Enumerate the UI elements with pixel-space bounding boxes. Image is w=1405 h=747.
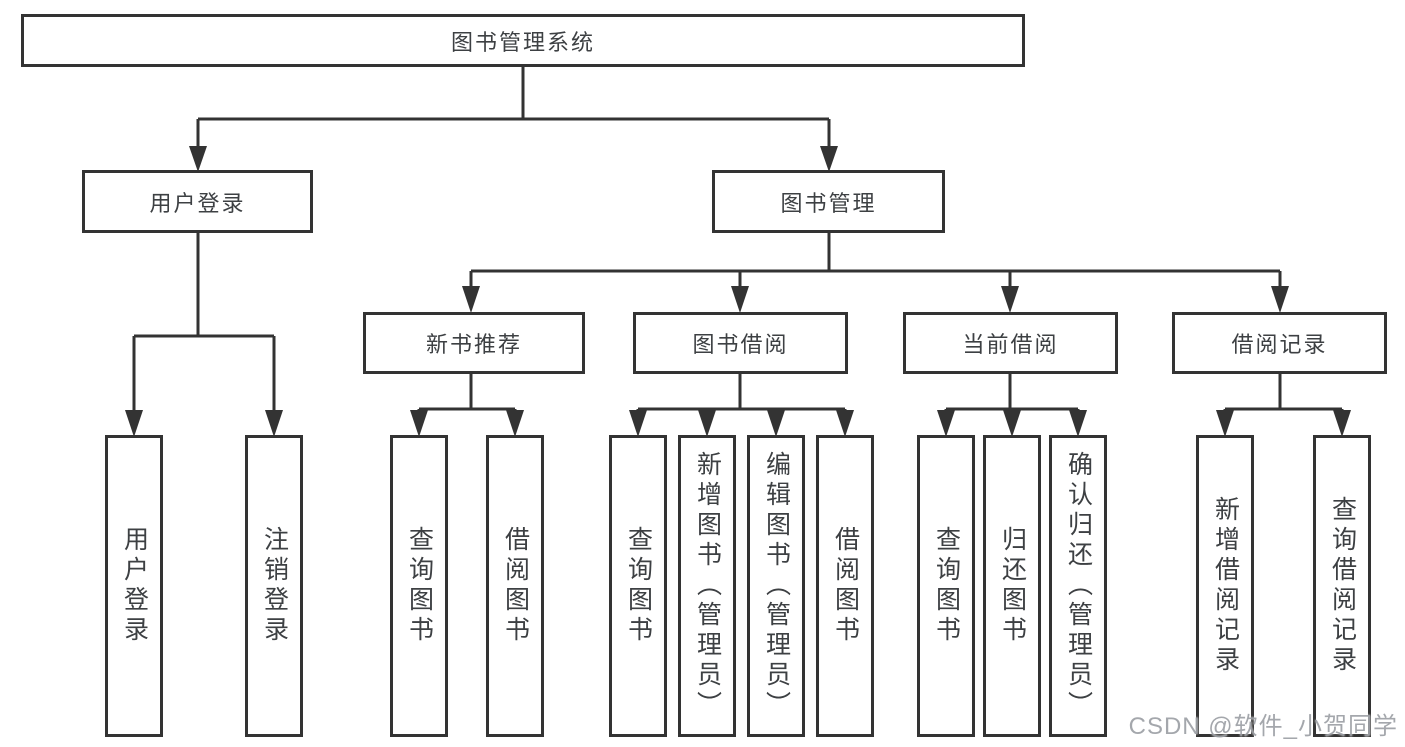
node-root-system: 图书管理系统 [21, 14, 1025, 67]
leaf-confirm-return-admin: 确认归还（管理员） [1049, 435, 1107, 737]
leaf-borrow-query-books: 查询图书 [609, 435, 667, 737]
node-book-borrow-label: 图书借阅 [692, 332, 789, 357]
leaf-user-login-label: 用户登录 [120, 526, 149, 646]
arrowheads [125, 146, 1351, 437]
leaf-return-books-label: 归还图书 [998, 526, 1027, 646]
leaf-newbooks-borrow-label: 借阅图书 [501, 526, 530, 646]
leaf-return-books: 归还图书 [983, 435, 1041, 737]
node-user-login-label: 用户登录 [149, 190, 246, 216]
node-book-borrow: 图书借阅 [633, 312, 848, 374]
leaf-borrow-query-books-label: 查询图书 [624, 526, 653, 646]
node-new-book-recommend: 新书推荐 [363, 312, 585, 374]
node-borrow-records: 借阅记录 [1172, 312, 1387, 374]
leaf-add-borrow-record: 新增借阅记录 [1196, 435, 1254, 737]
leaf-newbooks-query: 查询图书 [390, 435, 448, 737]
node-current-borrow-label: 当前借阅 [962, 332, 1059, 357]
leaf-logout-label: 注销登录 [260, 526, 289, 646]
node-user-login: 用户登录 [82, 170, 313, 233]
node-root-label: 图书管理系统 [450, 29, 595, 55]
leaf-user-login: 用户登录 [105, 435, 163, 737]
leaf-borrow-books: 借阅图书 [816, 435, 874, 737]
node-current-borrow: 当前借阅 [903, 312, 1118, 374]
node-new-book-recommend-label: 新书推荐 [425, 332, 522, 357]
leaf-borrow-edit-books-admin-label: 编辑图书（管理员） [762, 451, 791, 721]
leaf-current-query-books-label: 查询图书 [932, 526, 961, 646]
leaf-borrow-books-label: 借阅图书 [831, 526, 860, 646]
node-book-management: 图书管理 [712, 170, 945, 233]
leaf-logout: 注销登录 [245, 435, 303, 737]
leaf-borrow-add-books-admin: 新增图书（管理员） [678, 435, 736, 737]
leaf-confirm-return-admin-label: 确认归还（管理员） [1064, 451, 1093, 721]
leaf-borrow-edit-books-admin: 编辑图书（管理员） [747, 435, 805, 737]
csdn-watermark: CSDN @软件_小贺同学 [1128, 713, 1398, 740]
leaf-current-query-books: 查询图书 [917, 435, 975, 737]
node-book-management-label: 图书管理 [780, 190, 877, 216]
node-borrow-records-label: 借阅记录 [1231, 332, 1328, 357]
leaf-newbooks-query-label: 查询图书 [405, 526, 434, 646]
leaf-add-borrow-record-label: 新增借阅记录 [1211, 496, 1240, 676]
leaf-borrow-add-books-admin-label: 新增图书（管理员） [693, 451, 722, 721]
leaf-newbooks-borrow: 借阅图书 [486, 435, 544, 737]
leaf-query-borrow-record-label: 查询借阅记录 [1328, 496, 1357, 676]
leaf-query-borrow-record: 查询借阅记录 [1313, 435, 1371, 737]
